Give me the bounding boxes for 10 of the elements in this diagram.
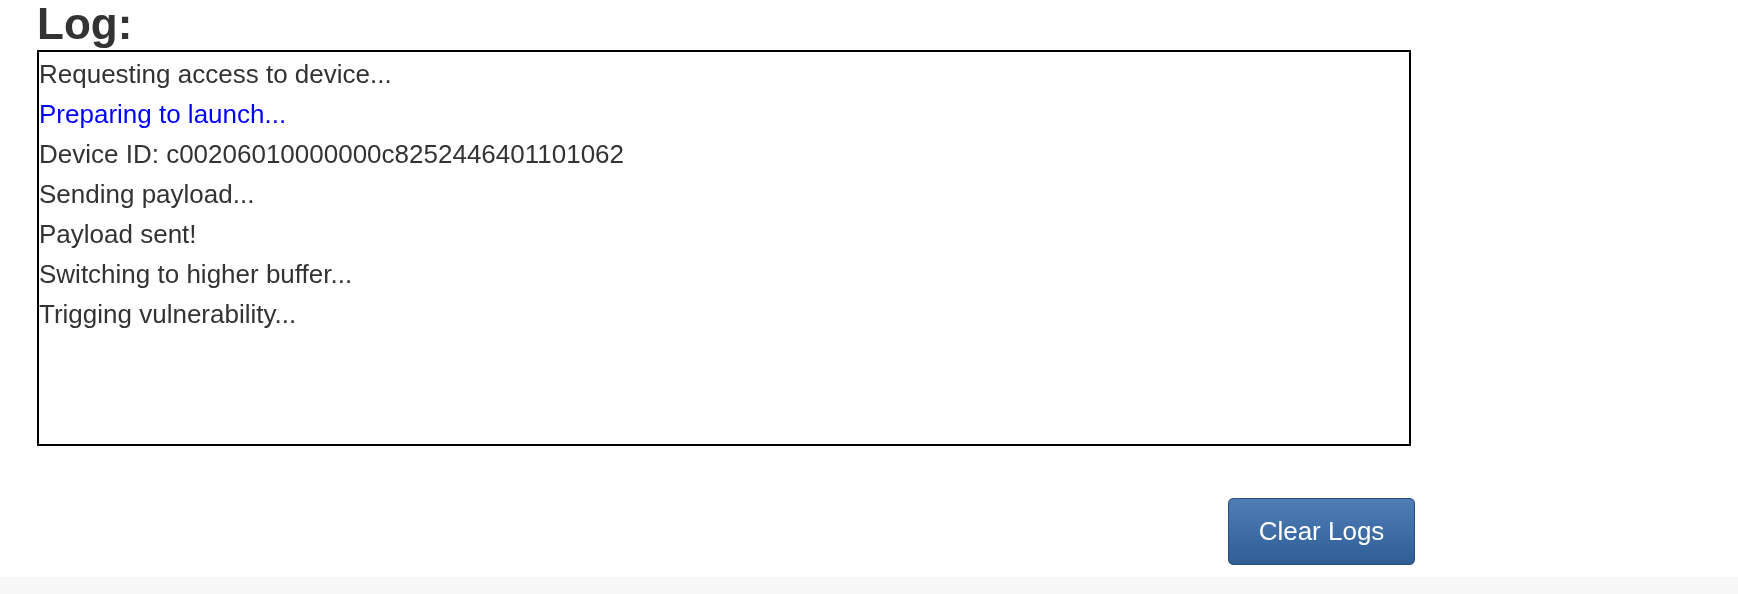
- log-line: Preparing to launch...: [39, 98, 287, 131]
- log-heading: Log:: [37, 2, 133, 46]
- log-line: Switching to higher buffer...: [39, 258, 353, 291]
- log-line: Sending payload...: [39, 178, 255, 211]
- clear-logs-button: Clear Logs: [1228, 498, 1415, 565]
- log-line: Trigging vulnerability...: [39, 298, 297, 331]
- log-box: [37, 50, 1411, 446]
- log-line: Requesting access to device...: [39, 58, 392, 91]
- log-line: Payload sent!: [39, 218, 197, 251]
- log-line: Device ID: c00206010000000c8252446401101062: [39, 138, 624, 171]
